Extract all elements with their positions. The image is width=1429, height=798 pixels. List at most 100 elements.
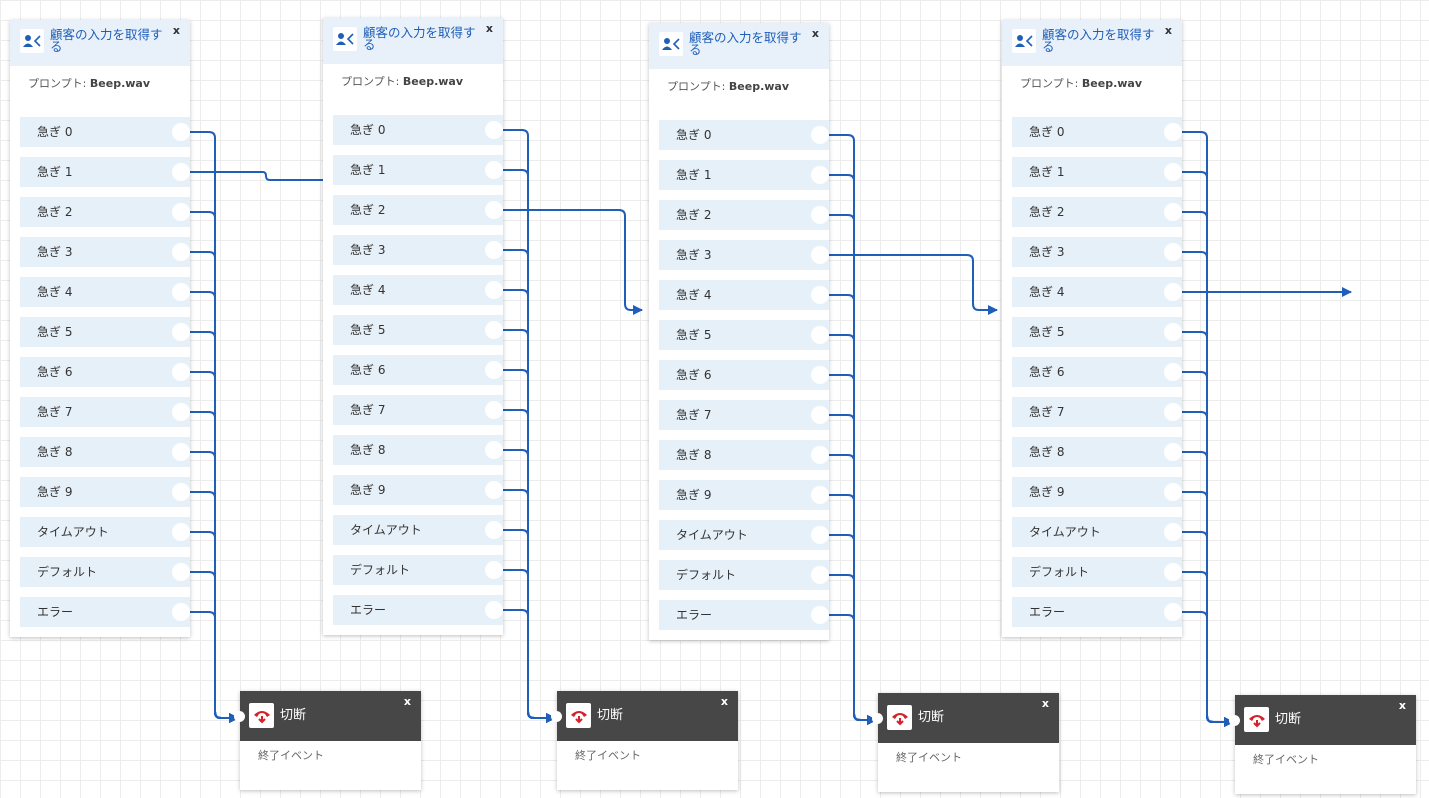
prompt-value: Beep.wav xyxy=(89,77,151,90)
output-port[interactable] xyxy=(485,281,503,299)
output-port[interactable] xyxy=(1164,403,1182,421)
close-icon[interactable]: x xyxy=(172,24,180,37)
branch-row: 急ぎ 4 xyxy=(20,277,190,307)
output-port[interactable] xyxy=(485,201,503,219)
output-port[interactable] xyxy=(172,243,190,261)
output-port[interactable] xyxy=(485,161,503,179)
output-port[interactable] xyxy=(1164,563,1182,581)
disconnect-block[interactable]: 切断 x 終了イベント xyxy=(551,691,738,790)
output-port[interactable] xyxy=(1164,443,1182,461)
branch-row: 急ぎ 9 xyxy=(333,475,503,505)
input-port[interactable] xyxy=(1229,715,1240,726)
output-port[interactable] xyxy=(1164,523,1182,541)
output-port[interactable] xyxy=(811,366,829,384)
output-port[interactable] xyxy=(1164,203,1182,221)
output-port[interactable] xyxy=(811,566,829,584)
output-port[interactable] xyxy=(1164,163,1182,181)
wire xyxy=(1182,411,1234,727)
output-port[interactable] xyxy=(811,246,829,264)
output-port[interactable] xyxy=(485,121,503,139)
output-port[interactable] xyxy=(172,563,190,581)
close-icon[interactable]: x xyxy=(485,22,493,35)
output-port[interactable] xyxy=(1164,123,1182,141)
output-port[interactable] xyxy=(485,401,503,419)
branch-row: 急ぎ 0 xyxy=(659,120,829,150)
input-port[interactable] xyxy=(872,713,883,724)
branch-row: タイムアウト xyxy=(1012,517,1182,547)
output-port[interactable] xyxy=(811,126,829,144)
output-port[interactable] xyxy=(811,606,829,624)
disconnect-block[interactable]: 切断 x 終了イベント xyxy=(234,691,421,790)
branch-label: タイムアウト xyxy=(37,525,109,539)
output-port[interactable] xyxy=(485,561,503,579)
prompt-info: プロンプト: Beep.wav xyxy=(1002,66,1182,117)
output-port[interactable] xyxy=(1164,483,1182,501)
block-header[interactable]: 顧客の入力を取得する x xyxy=(10,20,190,66)
disconnect-block[interactable]: 切断 x 終了イベント xyxy=(1229,695,1416,794)
output-port[interactable] xyxy=(172,443,190,461)
output-port[interactable] xyxy=(1164,603,1182,621)
branch-row: 急ぎ 2 xyxy=(333,195,503,225)
close-icon[interactable]: x xyxy=(1164,24,1172,37)
input-port[interactable] xyxy=(234,711,245,722)
output-port[interactable] xyxy=(172,363,190,381)
output-port[interactable] xyxy=(485,521,503,539)
branch-row: 急ぎ 8 xyxy=(1012,437,1182,467)
wire xyxy=(190,411,239,723)
wire xyxy=(829,254,998,315)
block-header[interactable]: 顧客の入力を取得する x xyxy=(649,23,829,69)
output-port[interactable] xyxy=(172,523,190,541)
wire xyxy=(829,414,877,725)
block-header[interactable]: 切断 x xyxy=(872,693,1059,743)
close-icon[interactable]: x xyxy=(1398,699,1406,712)
block-header[interactable]: 顧客の入力を取得する x xyxy=(323,18,503,64)
output-port[interactable] xyxy=(172,123,190,141)
output-port[interactable] xyxy=(811,206,829,224)
output-port[interactable] xyxy=(485,441,503,459)
block-title: 顧客の入力を取得する xyxy=(689,30,802,57)
output-port[interactable] xyxy=(1164,363,1182,381)
output-port[interactable] xyxy=(172,603,190,621)
block-header[interactable]: 切断 x xyxy=(1229,695,1416,745)
input-port[interactable] xyxy=(551,711,562,722)
block-header[interactable]: 切断 x xyxy=(551,691,738,741)
output-port[interactable] xyxy=(811,326,829,344)
output-port[interactable] xyxy=(172,403,190,421)
output-port[interactable] xyxy=(811,286,829,304)
branch-label: 急ぎ 1 xyxy=(37,165,73,179)
output-port[interactable] xyxy=(172,483,190,501)
close-icon[interactable]: x xyxy=(403,695,411,708)
close-icon[interactable]: x xyxy=(1041,697,1049,710)
output-port[interactable] xyxy=(485,361,503,379)
close-icon[interactable]: x xyxy=(720,695,728,708)
branch-row: タイムアウト xyxy=(333,515,503,545)
output-port[interactable] xyxy=(172,283,190,301)
branch-label: 急ぎ 6 xyxy=(1029,365,1065,379)
output-port[interactable] xyxy=(485,321,503,339)
branch-row: 急ぎ 9 xyxy=(20,477,190,507)
output-port[interactable] xyxy=(172,203,190,221)
output-port[interactable] xyxy=(485,241,503,259)
output-port[interactable] xyxy=(172,323,190,341)
block-header[interactable]: 切断 x xyxy=(234,691,421,741)
output-port[interactable] xyxy=(811,166,829,184)
branch-label: 急ぎ 3 xyxy=(37,245,73,259)
output-port[interactable] xyxy=(172,163,190,181)
output-port[interactable] xyxy=(811,446,829,464)
output-port[interactable] xyxy=(1164,283,1182,301)
output-port[interactable] xyxy=(1164,323,1182,341)
output-port[interactable] xyxy=(1164,243,1182,261)
output-port[interactable] xyxy=(485,601,503,619)
disconnect-block[interactable]: 切断 x 終了イベント xyxy=(872,693,1059,792)
output-port[interactable] xyxy=(811,486,829,504)
close-icon[interactable]: x xyxy=(811,27,819,40)
output-port[interactable] xyxy=(811,526,829,544)
prompt-value: Beep.wav xyxy=(1081,77,1143,90)
output-port[interactable] xyxy=(485,481,503,499)
block-header[interactable]: 顧客の入力を取得する x xyxy=(1002,20,1182,66)
output-port[interactable] xyxy=(811,406,829,424)
